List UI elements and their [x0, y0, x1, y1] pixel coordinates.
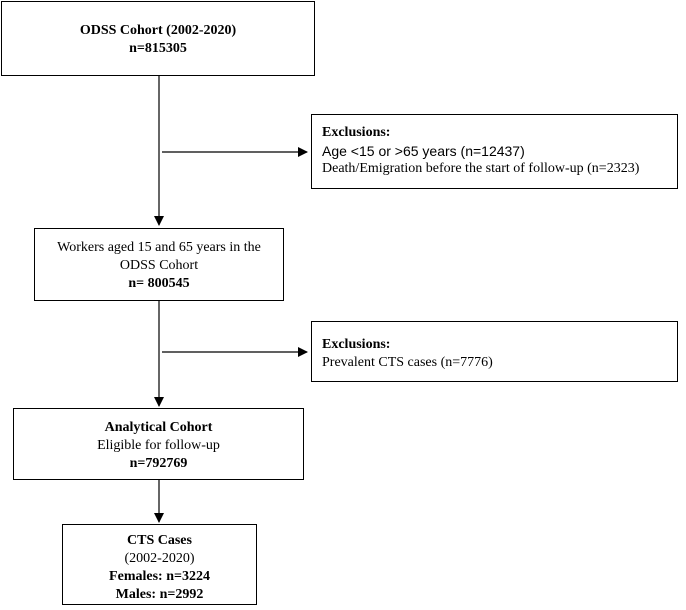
cts-females: Females: n=3224	[109, 569, 210, 584]
cohort-title: ODSS Cohort (2002-2020)	[79, 23, 237, 38]
cohort-count: n=815305	[129, 41, 187, 56]
cts-cases-box: CTS Cases (2002-2020) Females: n=3224 Ma…	[62, 524, 257, 605]
cts-period: (2002-2020)	[124, 551, 195, 566]
workers-box: Workers aged 15 and 65 years in the ODSS…	[34, 228, 284, 301]
cts-males: Males: n=2992	[115, 587, 204, 602]
workers-count: n= 800545	[128, 276, 190, 291]
exclusions-2-heading: Exclusions:	[322, 337, 391, 352]
workers-line-2: ODSS Cohort	[119, 258, 199, 273]
exclusion-prevalent-cts: Prevalent CTS cases (n=7776)	[322, 355, 493, 370]
exclusions-box-1: Exclusions: Age <15 or >65 years (n=1243…	[311, 114, 678, 189]
analytical-cohort-box: Analytical Cohort Eligible for follow-up…	[13, 408, 304, 480]
exclusion-age: Age <15 or >65 years (n=12437)	[322, 143, 525, 159]
cts-title: CTS Cases	[127, 533, 192, 548]
exclusions-box-2: Exclusions: Prevalent CTS cases (n=7776)	[311, 321, 678, 382]
exclusion-death: Death/Emigration before the start of fol…	[322, 161, 640, 176]
analytical-title: Analytical Cohort	[104, 420, 213, 435]
cohort-box: ODSS Cohort (2002-2020) n=815305	[1, 1, 315, 76]
exclusions-1-heading: Exclusions:	[322, 125, 391, 140]
analytical-count: n=792769	[129, 456, 188, 471]
analytical-subtitle: Eligible for follow-up	[97, 438, 220, 453]
workers-line-1: Workers aged 15 and 65 years in the	[57, 240, 261, 255]
